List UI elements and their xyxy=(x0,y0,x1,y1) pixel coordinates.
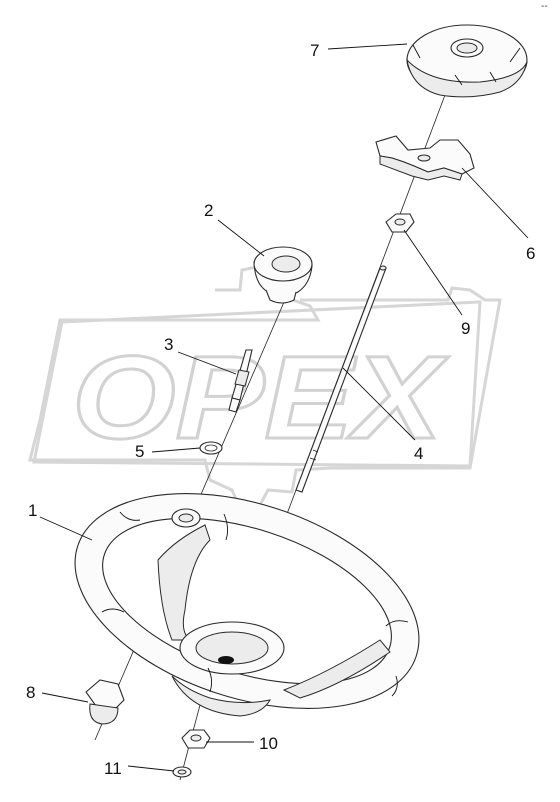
callout-label-3: 3 xyxy=(164,335,173,354)
corner-mark: -- xyxy=(541,1,548,12)
snap-ring-part xyxy=(199,441,223,455)
bracket-part xyxy=(375,135,475,181)
callout-label-8: 8 xyxy=(26,683,35,702)
steering-wheel-part xyxy=(74,493,420,717)
callout-label-4: 4 xyxy=(414,444,423,463)
callout-label-10: 10 xyxy=(259,734,278,753)
pin-part xyxy=(228,349,253,413)
knob-part xyxy=(253,246,313,304)
callout-label-11: 11 xyxy=(104,759,122,778)
nut-part-9 xyxy=(385,213,415,233)
nut-part-10 xyxy=(181,729,211,749)
callout-label-5: 5 xyxy=(135,442,144,461)
cap-nut-part xyxy=(85,679,125,725)
callout-label-1: 1 xyxy=(28,501,37,520)
washer-part xyxy=(172,766,192,778)
watermark-logo: OPEX xyxy=(28,264,502,510)
callout-label-2: 2 xyxy=(204,201,213,220)
callout-label-6: 6 xyxy=(526,244,535,263)
watermark-text: OPEX xyxy=(72,332,449,464)
center-cap-part xyxy=(406,24,528,98)
leader-lines xyxy=(39,43,529,772)
rod-part xyxy=(295,265,387,493)
callout-label-9: 9 xyxy=(461,319,470,338)
callout-label-7: 7 xyxy=(310,41,319,60)
